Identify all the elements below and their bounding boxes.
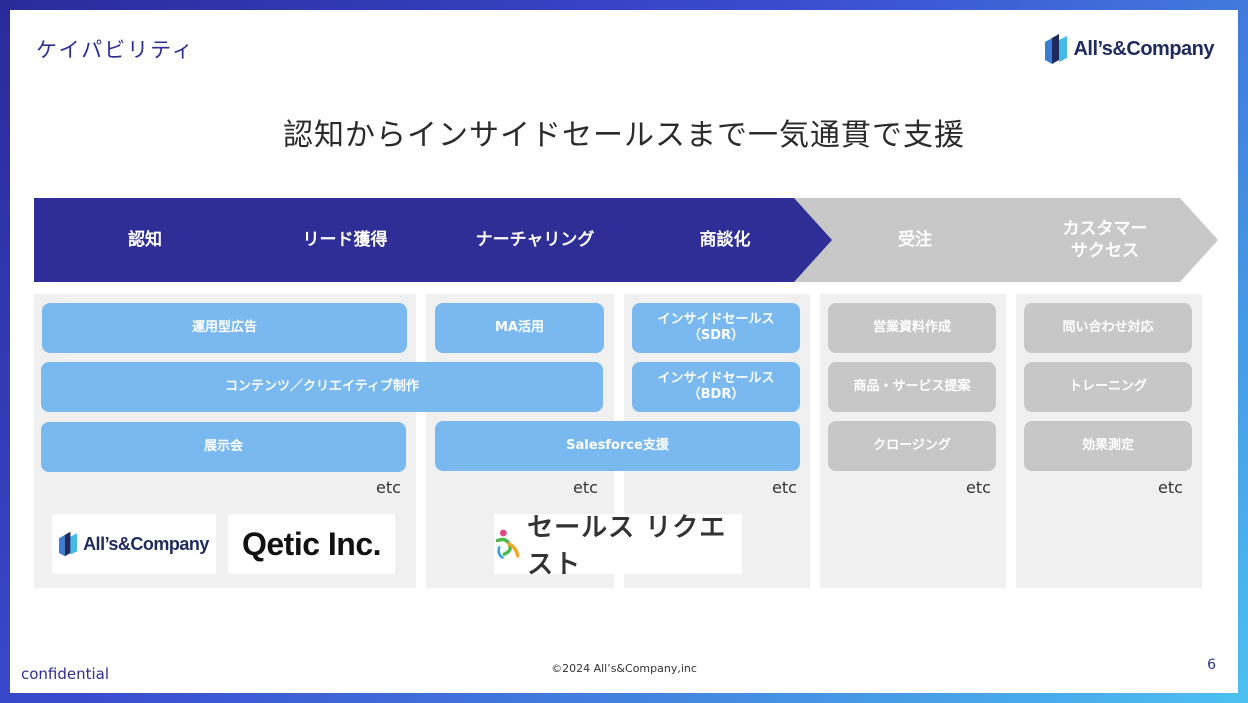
step-label-ninchi: 認知 (128, 229, 162, 250)
copyright: ©2024 All’s&Company,inc (551, 662, 697, 675)
etc-label: etc (376, 478, 401, 497)
confidential-label: confidential (21, 665, 110, 683)
page-title: ケイパビリティ (36, 38, 195, 62)
headline: 認知からインサイドセールスまで一気通貫で支援 (283, 118, 965, 153)
service-content-creative: コンテンツ／クリエイティブ制作 (41, 362, 603, 412)
etc-label: etc (966, 478, 991, 497)
service-toiawase: 問い合わせ対応 (1024, 303, 1192, 353)
service-eigyo-shiryo: 営業資料作成 (828, 303, 996, 353)
partner-logo-sales-request: セールス リクエスト (494, 513, 742, 580)
step-label-juchu: 受注 (898, 229, 932, 250)
service-is-bdr: インサイドセールス （BDR） (632, 362, 800, 412)
partner-name: セールス リクエスト (527, 513, 727, 580)
page-number: 6 (1207, 657, 1216, 673)
partner-logo-qetic: Qetic Inc. (228, 514, 395, 574)
slide: ケイパビリティ All’s&Company 認知からインサイドセールスまで一気通… (10, 10, 1238, 693)
partner-name: All’s&Company (83, 533, 209, 554)
etc-label: etc (573, 478, 598, 497)
service-unyo-kokoku: 運用型広告 (42, 303, 407, 353)
brand-logo: All’s&Company (1045, 34, 1214, 64)
step-label-cs: カスタマー サクセス (1062, 218, 1148, 261)
partner-logo-allsandcompany: All’s&Company (52, 514, 216, 574)
etc-label: etc (772, 478, 797, 497)
service-tenjikai: 展示会 (41, 422, 406, 472)
step-label-lead: リード獲得 (302, 229, 388, 250)
brand-name: All’s&Company (1073, 37, 1214, 60)
service-is-sdr: インサイドセールス （SDR） (632, 303, 800, 353)
service-ma: MA活用 (435, 303, 604, 353)
service-salesforce: Salesforce支援 (435, 421, 800, 471)
step-label-shodan: 商談化 (699, 229, 751, 250)
etc-label: etc (1158, 478, 1183, 497)
sales-request-mark-icon (495, 529, 520, 559)
service-shohin-teian: 商品・サービス提案 (828, 362, 996, 412)
brand-mark-icon (59, 531, 78, 557)
service-koka-sokutei: 効果測定 (1024, 421, 1192, 471)
step-label-nurturing: ナーチャリング (475, 229, 595, 250)
service-training: トレーニング (1024, 362, 1192, 412)
service-closing: クロージング (828, 421, 996, 471)
brand-mark-icon (1045, 34, 1068, 64)
partner-name: Qetic Inc. (241, 525, 382, 562)
